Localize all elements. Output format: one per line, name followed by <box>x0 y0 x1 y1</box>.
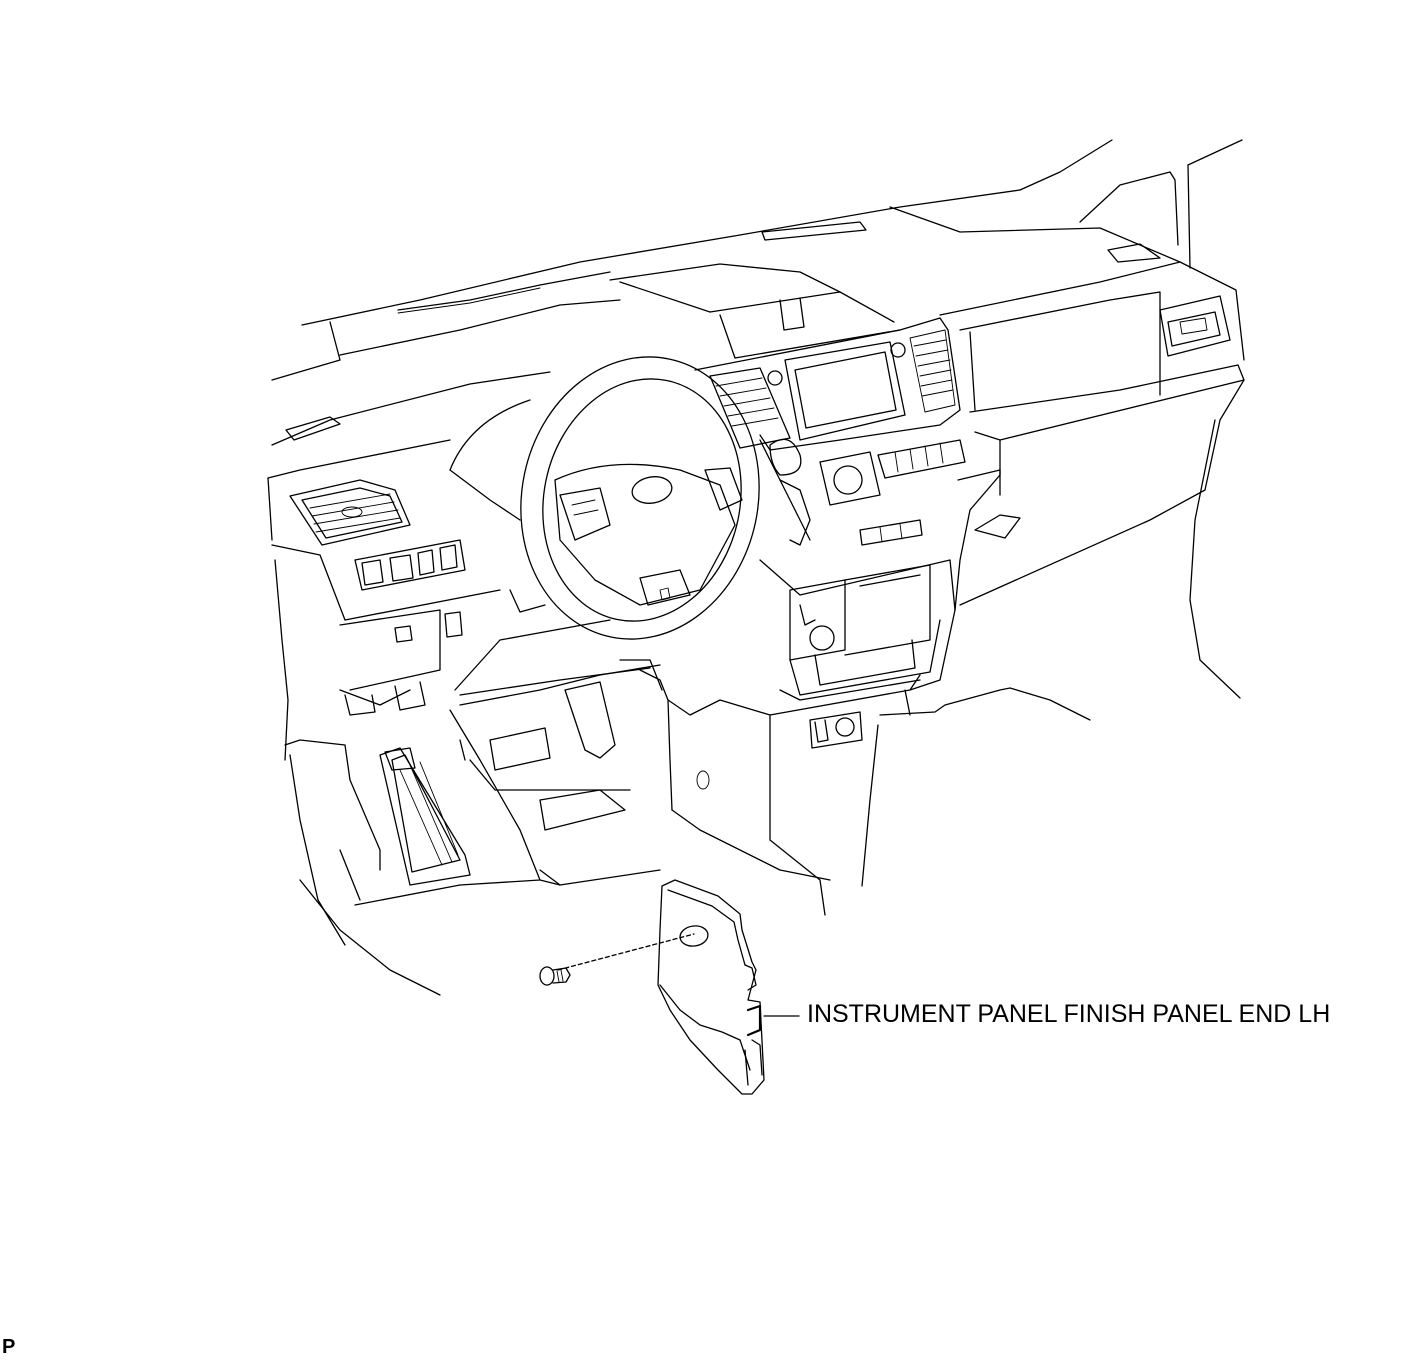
pedal-area <box>379 659 831 886</box>
windshield-frame <box>1019 139 1243 269</box>
driver-side-panel <box>267 439 501 761</box>
dashboard-top <box>271 189 1181 446</box>
page-code: P <box>2 1336 16 1358</box>
center-stack <box>694 317 966 546</box>
kick-panel <box>284 739 541 996</box>
lower-console <box>759 559 1091 916</box>
finish-panel-icon <box>657 879 765 1095</box>
push-clip-icon <box>539 933 695 986</box>
passenger-side-panel <box>939 261 1245 699</box>
steering-wheel <box>449 356 760 696</box>
part-callout-label: INSTRUMENT PANEL FINISH PANEL END LH <box>807 1000 1331 1028</box>
